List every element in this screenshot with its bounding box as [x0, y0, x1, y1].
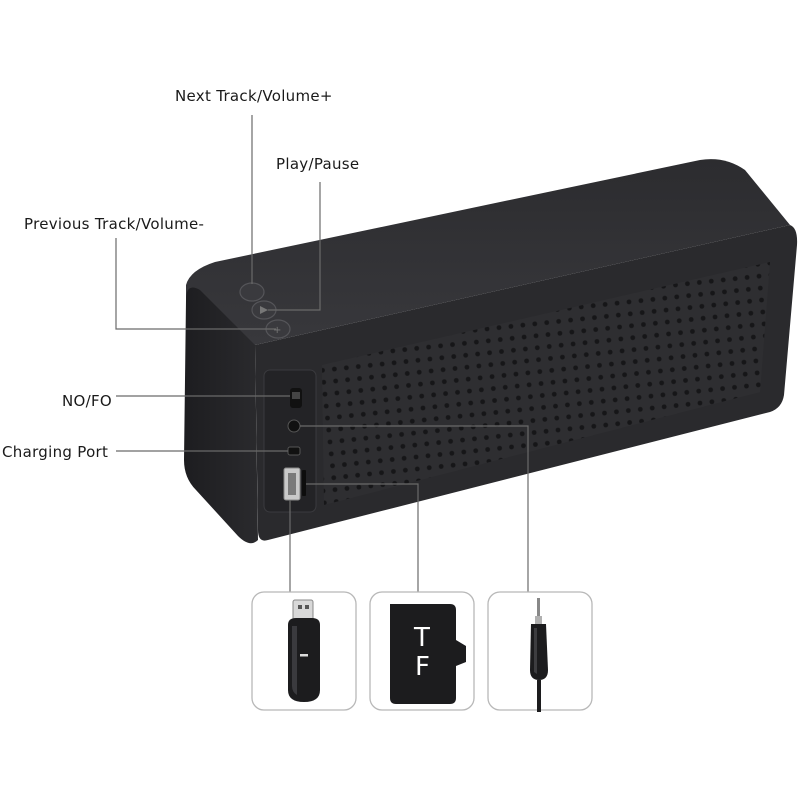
label-mode-switch: NO/FO	[62, 392, 113, 410]
usb-port-tongue	[288, 473, 296, 495]
charging-port[interactable]	[287, 446, 301, 456]
tf-card-icon: T F	[390, 604, 466, 704]
play-icon	[260, 306, 268, 314]
label-next-track: Next Track/Volume+	[175, 87, 333, 105]
speaker-end-face	[184, 287, 258, 544]
leader-play	[268, 182, 321, 311]
tf-card-slot[interactable]	[302, 470, 306, 496]
leader-tf	[306, 483, 419, 592]
speaker-top-face	[186, 159, 790, 346]
speaker-body	[184, 159, 798, 544]
leader-lines	[115, 115, 529, 592]
usb-flash-drive-icon	[288, 599, 320, 702]
audio-jack-cable-icon	[530, 598, 548, 712]
plus-icon: +	[273, 325, 281, 336]
label-play-pause: Play/Pause	[276, 155, 360, 173]
mode-switch[interactable]	[290, 388, 302, 408]
button-next-track[interactable]	[239, 282, 265, 302]
speaker-grille	[322, 262, 770, 505]
leader-aux	[300, 425, 529, 592]
aux-jack[interactable]	[287, 419, 301, 433]
tf-letter-1: T	[413, 623, 430, 653]
label-previous-track: Previous Track/Volume-	[24, 215, 205, 233]
label-charging-port: Charging Port	[2, 443, 109, 461]
leader-prev	[115, 238, 276, 330]
tf-letter-2: F	[415, 652, 430, 682]
